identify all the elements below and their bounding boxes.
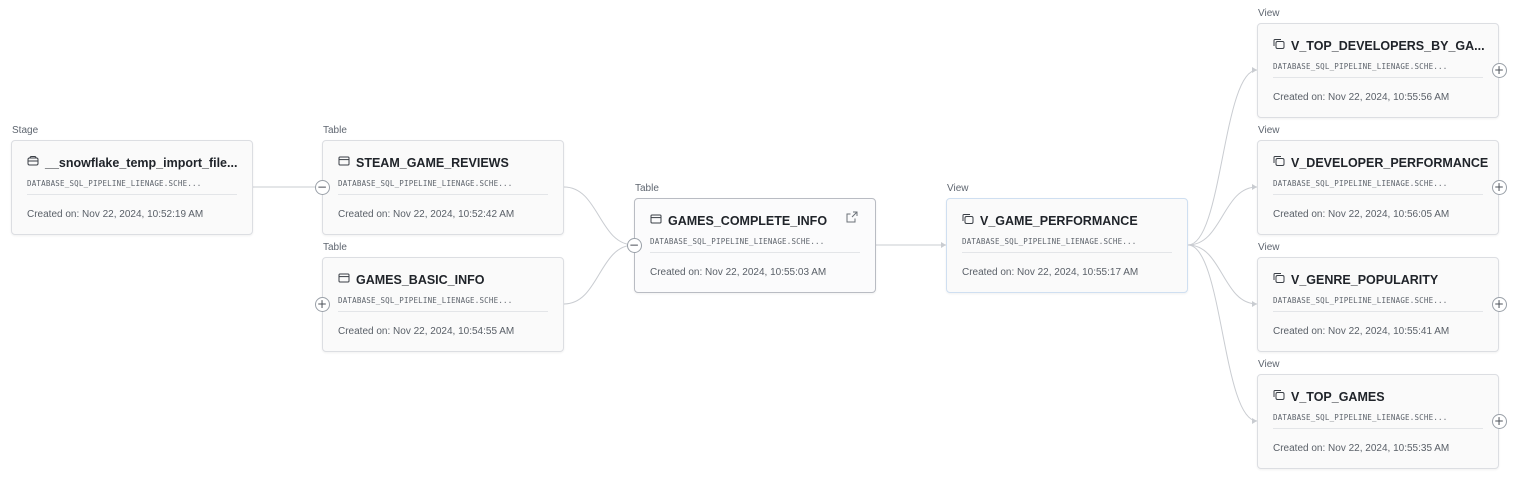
node-type-label: View <box>1258 8 1280 19</box>
node-type-label: View <box>1258 242 1280 253</box>
edge-arrowhead <box>941 242 946 248</box>
node-divider <box>338 194 548 195</box>
node-type-label: View <box>1258 359 1280 370</box>
node-type-label: Stage <box>12 125 39 136</box>
node-path: DATABASE_SQL_PIPELINE_LIENAGE.SCHE... <box>338 179 513 188</box>
node-divider <box>962 252 1172 253</box>
node-divider <box>1273 77 1483 78</box>
node-title: V_DEVELOPER_PERFORMANCE <box>1291 156 1489 170</box>
node-title: GAMES_BASIC_INFO <box>356 273 485 287</box>
table-icon <box>650 212 662 230</box>
edge-arrowhead <box>1252 418 1257 424</box>
expand-toggle[interactable]: + <box>314 296 330 312</box>
expand-toggle[interactable]: + <box>1491 62 1507 78</box>
node-path: DATABASE_SQL_PIPELINE_LIENAGE.SCHE... <box>962 237 1137 246</box>
node-header: V_GAME_PERFORMANCE <box>962 212 1138 230</box>
node-title: V_TOP_GAMES <box>1291 390 1385 404</box>
lineage-edge <box>563 244 635 305</box>
node-games-basic-info[interactable]: GAMES_BASIC_INFO DATABASE_SQL_PIPELINE_LI… <box>322 257 564 352</box>
node-created-date: Created on: Nov 22, 2024, 10:55:35 AM <box>1273 443 1450 454</box>
node-divider <box>1273 194 1483 195</box>
edge-arrowhead <box>1252 184 1257 190</box>
node-divider <box>338 311 548 312</box>
view-icon <box>1273 271 1285 289</box>
node-title: V_GENRE_POPULARITY <box>1291 273 1439 287</box>
node-type-label: View <box>1258 125 1280 136</box>
view-icon <box>962 212 974 230</box>
node-created-date: Created on: Nov 22, 2024, 10:54:55 AM <box>338 326 515 337</box>
node-path: DATABASE_SQL_PIPELINE_LIENAGE.SCHE... <box>1273 179 1448 188</box>
node-type-label: View <box>947 183 969 194</box>
table-icon <box>338 271 350 289</box>
collapse-toggle[interactable]: − <box>626 237 642 253</box>
edge-arrowhead <box>1252 301 1257 307</box>
node-games-complete-info[interactable]: GAMES_COMPLETE_INFO DATABASE_SQL_PIPELINE… <box>634 198 876 293</box>
node-title: STEAM_GAME_REVIEWS <box>356 156 509 170</box>
node-created-date: Created on: Nov 22, 2024, 10:52:42 AM <box>338 209 515 220</box>
node-type-label: Table <box>323 242 347 253</box>
node-type-label: Table <box>635 183 659 194</box>
node-title: V_TOP_DEVELOPERS_BY_GA... <box>1291 39 1485 53</box>
node-header: STEAM_GAME_REVIEWS <box>338 154 509 172</box>
node-created-date: Created on: Nov 22, 2024, 10:52:19 AM <box>27 209 204 220</box>
node-created-date: Created on: Nov 22, 2024, 10:55:56 AM <box>1273 92 1450 103</box>
node-created-date: Created on: Nov 22, 2024, 10:55:03 AM <box>650 267 827 278</box>
node-title: GAMES_COMPLETE_INFO <box>668 214 828 228</box>
node-divider <box>1273 311 1483 312</box>
view-icon <box>1273 37 1285 55</box>
node-v-genre-popularity[interactable]: V_GENRE_POPULARITY DATABASE_SQL_PIPELINE_… <box>1257 257 1499 352</box>
view-icon <box>1273 154 1285 172</box>
node-type-label: Table <box>323 125 347 136</box>
table-icon <box>338 154 350 172</box>
node-stage[interactable]: __snowflake_temp_import_file... DATABASE_… <box>11 140 253 235</box>
node-divider <box>27 194 237 195</box>
node-header: GAMES_COMPLETE_INFO <box>650 212 827 230</box>
node-path: DATABASE_SQL_PIPELINE_LIENAGE.SCHE... <box>1273 62 1448 71</box>
node-path: DATABASE_SQL_PIPELINE_LIENAGE.SCHE... <box>1273 296 1448 305</box>
node-header: V_TOP_DEVELOPERS_BY_GA... <box>1273 37 1485 55</box>
node-path: DATABASE_SQL_PIPELINE_LIENAGE.SCHE... <box>27 179 202 188</box>
node-title: __snowflake_temp_import_file... <box>45 156 238 170</box>
node-v-developer-performance[interactable]: V_DEVELOPER_PERFORMANCE DATABASE_SQL_PIPE… <box>1257 140 1499 235</box>
node-divider <box>650 252 860 253</box>
node-title: V_GAME_PERFORMANCE <box>980 214 1138 228</box>
edge-arrowhead <box>1252 67 1257 73</box>
node-header: V_TOP_GAMES <box>1273 388 1385 406</box>
lineage-edge <box>1187 244 1258 305</box>
node-header: GAMES_BASIC_INFO <box>338 271 485 289</box>
view-icon <box>1273 388 1285 406</box>
open-external-icon[interactable] <box>845 210 859 224</box>
node-path: DATABASE_SQL_PIPELINE_LIENAGE.SCHE... <box>1273 413 1448 422</box>
expand-toggle[interactable]: + <box>1491 179 1507 195</box>
lineage-edge <box>1187 186 1258 246</box>
node-v-game-performance[interactable]: V_GAME_PERFORMANCE DATABASE_SQL_PIPELINE_… <box>946 198 1188 293</box>
node-created-date: Created on: Nov 22, 2024, 10:56:05 AM <box>1273 209 1450 220</box>
node-v-top-developers[interactable]: V_TOP_DEVELOPERS_BY_GA... DATABASE_SQL_PI… <box>1257 23 1499 118</box>
stage-icon <box>27 154 39 172</box>
node-divider <box>1273 428 1483 429</box>
node-steam-game-reviews[interactable]: STEAM_GAME_REVIEWS DATABASE_SQL_PIPELINE_… <box>322 140 564 235</box>
lineage-edge <box>1187 69 1258 246</box>
node-header: __snowflake_temp_import_file... <box>27 154 237 172</box>
node-header: V_DEVELOPER_PERFORMANCE <box>1273 154 1488 172</box>
lineage-edge <box>563 186 635 246</box>
expand-toggle[interactable]: + <box>1491 296 1507 312</box>
node-header: V_GENRE_POPULARITY <box>1273 271 1438 289</box>
node-created-date: Created on: Nov 22, 2024, 10:55:41 AM <box>1273 326 1450 337</box>
node-v-top-games[interactable]: V_TOP_GAMES DATABASE_SQL_PIPELINE_LIENAGE… <box>1257 374 1499 469</box>
lineage-edge <box>1187 244 1258 422</box>
node-path: DATABASE_SQL_PIPELINE_LIENAGE.SCHE... <box>338 296 513 305</box>
collapse-toggle[interactable]: − <box>314 179 330 195</box>
node-created-date: Created on: Nov 22, 2024, 10:55:17 AM <box>962 267 1139 278</box>
expand-toggle[interactable]: + <box>1491 413 1507 429</box>
node-path: DATABASE_SQL_PIPELINE_LIENAGE.SCHE... <box>650 237 825 246</box>
